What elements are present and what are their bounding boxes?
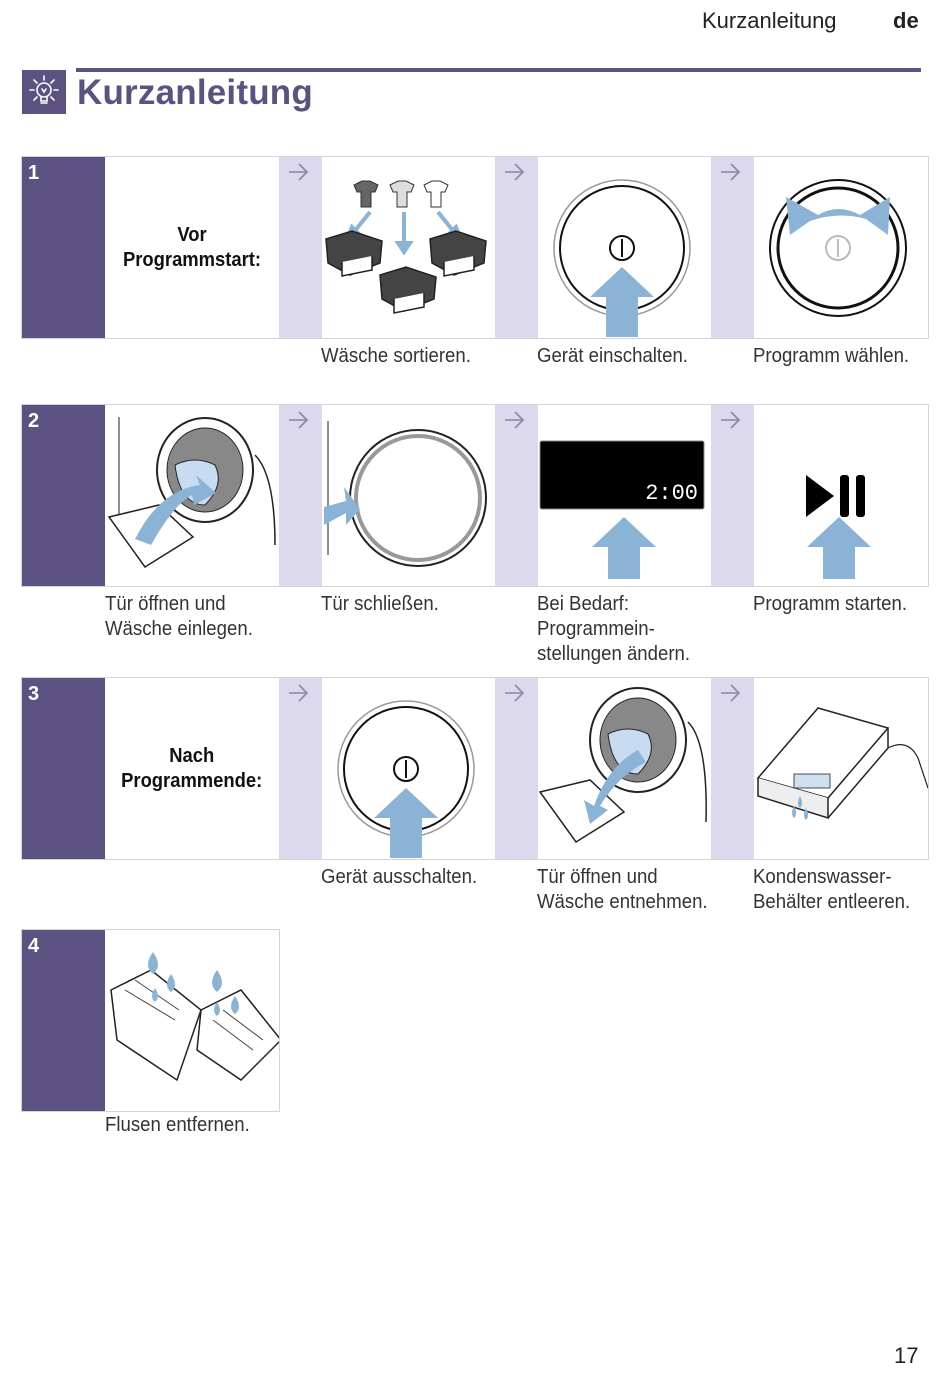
next-arrow-panel	[279, 405, 322, 586]
arrow-right-icon	[721, 684, 741, 702]
empty-water-container-illustration	[754, 678, 928, 859]
step-caption: Flusen entfernen.	[105, 1114, 250, 1136]
arrow-right-icon	[505, 684, 525, 702]
step-label: Vor Programmstart:	[122, 223, 262, 271]
step-number: 4	[22, 930, 105, 1111]
power-icon	[609, 235, 635, 261]
step-label-cell: Vor Programmstart:	[105, 157, 279, 338]
step-label: Nach Programmende:	[121, 744, 263, 792]
sort-laundry-illustration	[322, 157, 495, 338]
step-2-panel: 2 2:00	[21, 404, 929, 587]
next-arrow-panel	[495, 405, 538, 586]
title-rule	[76, 68, 921, 72]
step-caption: Tür öffnen und Wäsche einlegen.	[105, 593, 253, 640]
switch-off-illustration	[322, 678, 495, 859]
step-caption: Tür öffnen und Wäsche entnehmen.	[537, 866, 708, 913]
display-time: 2:00	[645, 481, 698, 506]
step-number: 2	[22, 405, 105, 586]
step-number: 3	[22, 678, 105, 859]
next-arrow-panel	[279, 157, 322, 338]
laundry-basket-icon	[325, 230, 487, 314]
step-label-cell: Nach Programmende:	[105, 678, 279, 859]
arrow-right-icon	[289, 411, 309, 429]
next-arrow-panel	[711, 157, 754, 338]
step-caption: Kondenswasser- Behälter entleeren.	[753, 866, 911, 913]
step-caption: Wäsche sortieren.	[321, 345, 471, 367]
step-caption: Gerät einschalten.	[537, 345, 688, 367]
next-arrow-panel	[495, 157, 538, 338]
load-laundry-illustration	[105, 405, 279, 586]
next-arrow-panel	[495, 678, 538, 859]
remove-lint-illustration	[105, 930, 279, 1111]
switch-on-illustration	[538, 157, 711, 338]
arrow-right-icon	[289, 163, 309, 181]
language-code: de	[893, 8, 919, 33]
step-caption: Bei Bedarf: Programmein- stellungen ände…	[537, 593, 691, 665]
shirt-icon	[353, 180, 449, 208]
step-4-panel: 4	[21, 929, 280, 1112]
step-1-panel: 1 Vor Programmstart:	[21, 156, 929, 339]
arrow-right-icon	[721, 163, 741, 181]
step-caption: Tür schließen.	[321, 593, 439, 615]
step-3-panel: 3 Nach Programmende:	[21, 677, 929, 860]
arrow-right-icon	[289, 684, 309, 702]
page-number: 17	[894, 1343, 919, 1368]
running-header-title: Kurzanleitung	[702, 8, 837, 33]
next-arrow-panel	[711, 405, 754, 586]
play-pause-icon	[806, 475, 865, 517]
start-program-illustration	[754, 405, 928, 586]
close-door-illustration	[322, 405, 495, 586]
next-arrow-panel	[279, 678, 322, 859]
arrow-right-icon	[505, 411, 525, 429]
change-settings-illustration: 2:00	[538, 405, 711, 586]
step-number: 1	[22, 157, 105, 338]
lightbulb-icon	[22, 70, 66, 114]
page-title: Kurzanleitung	[77, 73, 313, 112]
step-caption: Programm starten.	[753, 593, 908, 615]
arrow-right-icon	[505, 163, 525, 181]
unload-laundry-illustration	[538, 678, 711, 859]
power-icon	[825, 235, 851, 261]
arrow-right-icon	[721, 411, 741, 429]
next-arrow-panel	[711, 678, 754, 859]
step-caption: Gerät ausschalten.	[321, 866, 478, 888]
select-program-illustration	[754, 157, 928, 338]
power-icon	[393, 756, 419, 782]
step-caption: Programm wählen.	[753, 345, 910, 367]
